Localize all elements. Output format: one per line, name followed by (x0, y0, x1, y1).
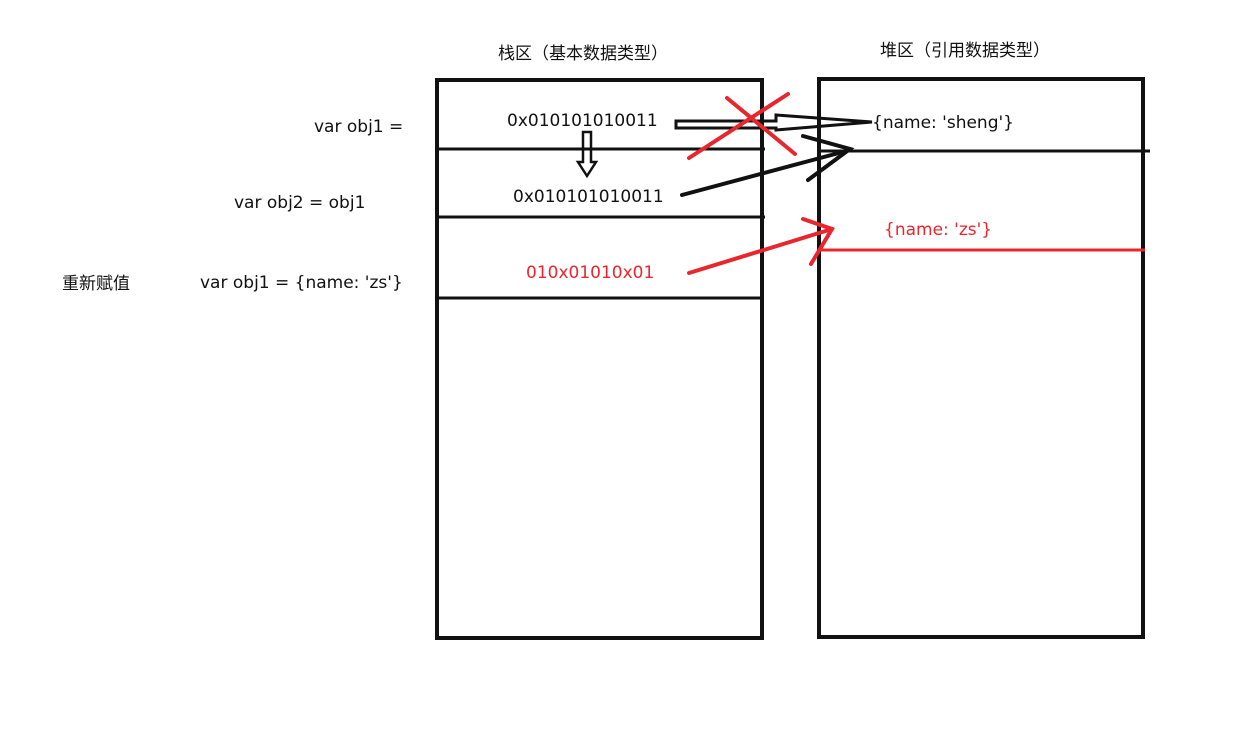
stack-title: 栈区（基本数据类型） (498, 44, 668, 64)
heap-object-sheng: {name: 'sheng'} (872, 113, 1014, 133)
code-line-obj1: var obj1 = (314, 117, 403, 137)
obj1-pointer-arrow (674, 113, 873, 132)
heap-box (817, 77, 1150, 639)
cross-out-mark (687, 92, 797, 160)
stack-box (435, 78, 765, 640)
stack-cell-1-address: 0x010101010011 (507, 111, 658, 131)
copy-down-arrow (575, 130, 599, 179)
heap-title: 堆区（引用数据类型） (880, 41, 1050, 61)
stack-cell-3-address: 010x01010x01 (526, 263, 654, 283)
reassign-pointer-arrow (687, 217, 835, 275)
obj2-pointer-arrow (680, 134, 855, 197)
stack-cell-2-address: 0x010101010011 (513, 187, 664, 207)
code-line-reassign: var obj1 = {name: 'zs'} (200, 273, 403, 293)
heap-object-zs: {name: 'zs'} (884, 220, 992, 240)
reassign-label: 重新赋值 (62, 274, 130, 294)
code-line-obj2: var obj2 = obj1 (234, 193, 365, 213)
